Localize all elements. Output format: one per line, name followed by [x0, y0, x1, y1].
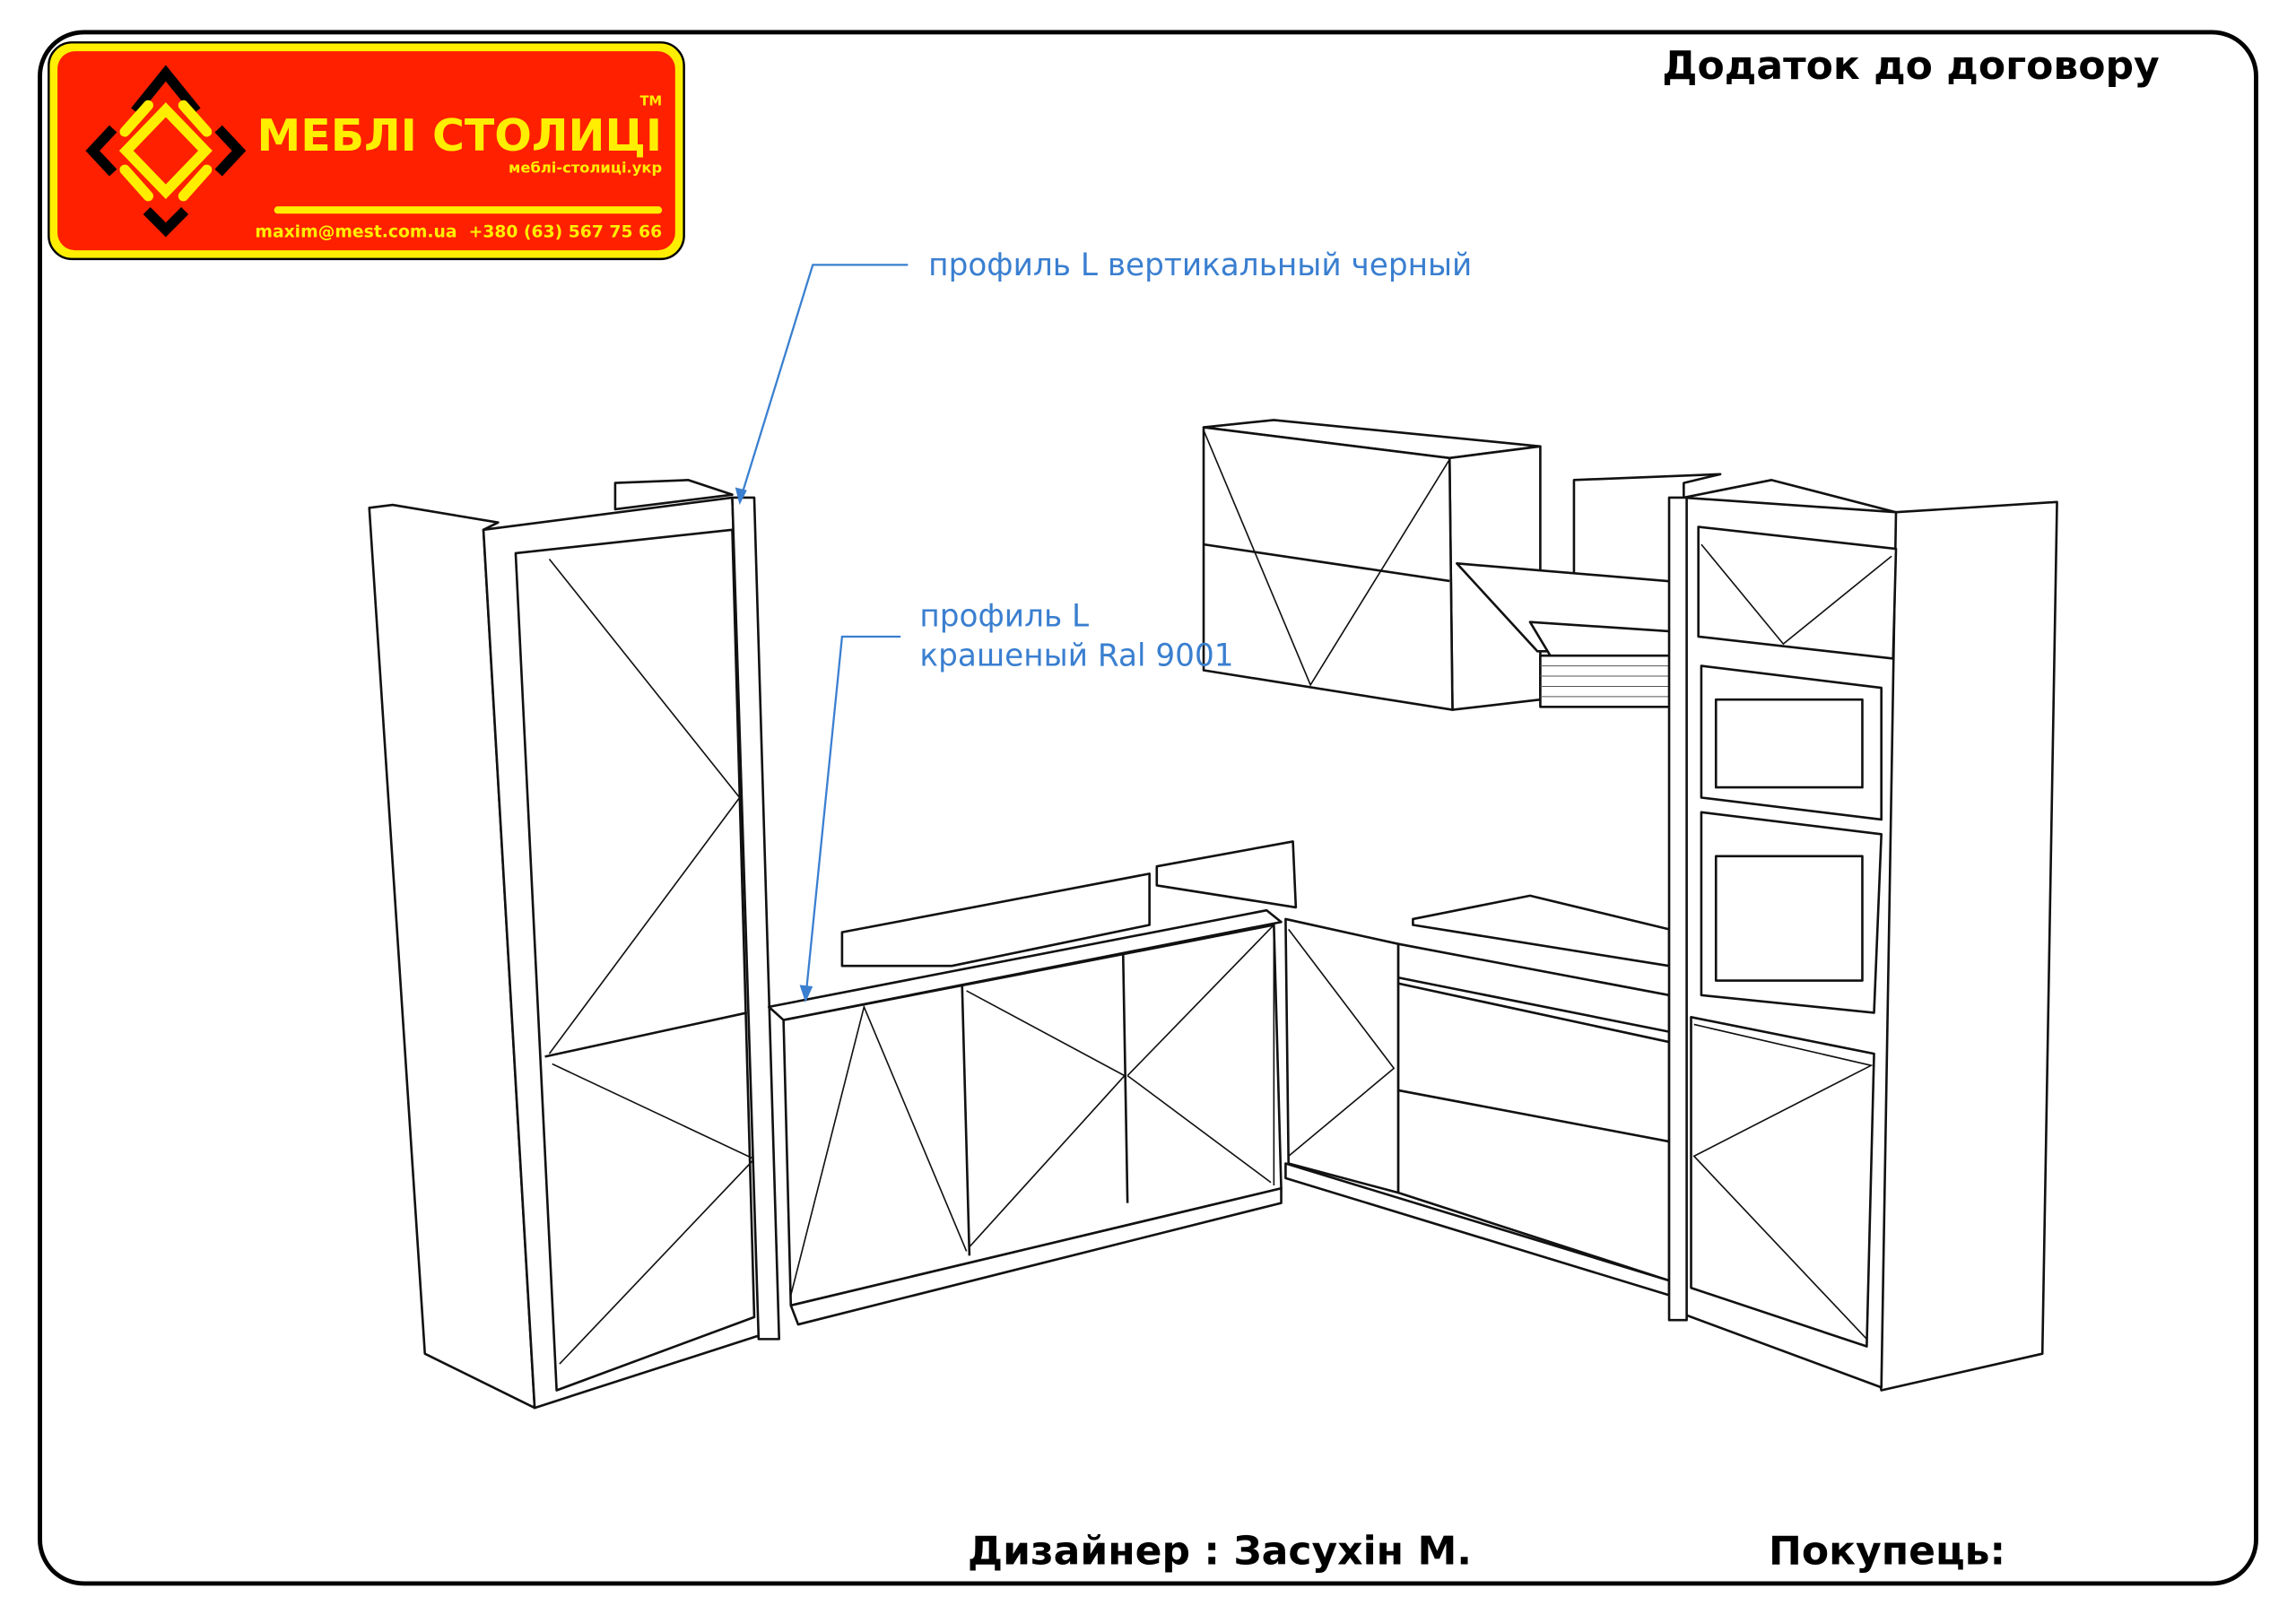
annotation-text: профиль L вертикальный черный [928, 247, 1472, 283]
logo-tm: TM [640, 94, 663, 109]
logo-website: меблі-столиці.укр [509, 160, 662, 177]
vertical-profile [731, 496, 781, 1341]
annotation-text: крашеный Ral 9001 [919, 638, 1233, 674]
annotation-text: профиль L [919, 599, 1089, 635]
annotation-vertical-profile: профиль L вертикальный черный [735, 247, 1472, 506]
right-tall-column [1667, 479, 2058, 1392]
company-logo: МЕБЛІ СТОЛИЦІ TM меблі-столиці.укр maxim… [48, 41, 685, 261]
sheet-frame [38, 30, 2258, 1586]
logo-contacts: maxim@mest.com.ua +380 (63) 567 75 66 [255, 222, 662, 241]
page-title: Додаток до договору [1662, 43, 2159, 89]
kitchen-illustration [368, 419, 2058, 1410]
left-tall-cabinet [368, 479, 781, 1410]
logo-brand: МЕБЛІ СТОЛИЦІ [257, 110, 663, 161]
customer-label: Покупець: [1769, 1529, 2005, 1575]
designer-label: Дизайнер : Засухін М. [968, 1529, 1472, 1575]
vertical-profile [1667, 496, 1688, 1322]
diamond-logo-icon [85, 65, 247, 238]
base-cabinets-right [1284, 894, 1671, 1297]
base-cabinets-left [767, 840, 1298, 1326]
wall-cabinet [1202, 419, 1542, 711]
annotation-painted-profile: профиль L крашеный Ral 9001 [799, 599, 1234, 1002]
